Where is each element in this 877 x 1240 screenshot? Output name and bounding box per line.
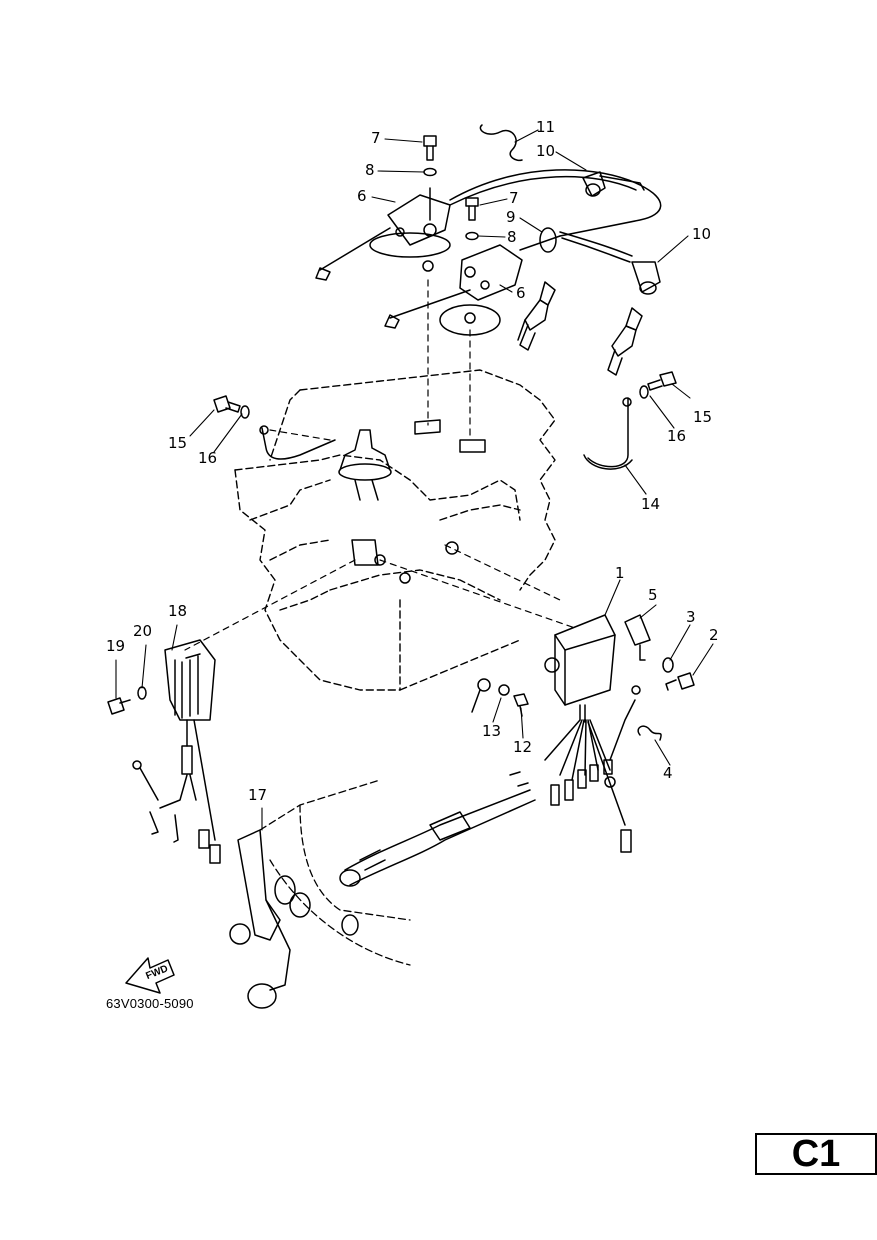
callout-14: 14	[641, 495, 660, 513]
callout-8-lower: 8	[507, 228, 517, 246]
callout-19: 19	[106, 637, 125, 655]
mounting-bosses	[351, 419, 486, 584]
callout-9: 9	[506, 208, 516, 226]
callout-12: 12	[513, 738, 532, 756]
washer-16-left	[240, 405, 250, 419]
bracket-5	[624, 614, 651, 661]
callout-10-upper: 10	[536, 142, 555, 160]
high-tension-cords	[449, 169, 662, 263]
washer-8-lower	[465, 231, 479, 241]
callout-16-left: 16	[198, 449, 217, 467]
bolt-15-left	[213, 395, 241, 413]
spark-plug-left	[517, 281, 556, 351]
callout-11: 11	[536, 118, 555, 136]
rectifier-regulator	[132, 639, 221, 864]
callout-7-upper: 7	[371, 129, 381, 147]
washer-13	[498, 684, 510, 696]
callout-4: 4	[663, 764, 673, 782]
wire-harness	[339, 771, 536, 887]
callout-7-lower: 7	[509, 189, 519, 207]
callout-labels: 1 2 3 4 5 6 6 7 7 8 8 9 10 10 11 12 13 1…	[106, 118, 719, 804]
ignition-coil-lower	[384, 244, 523, 336]
fwd-arrow-icon	[125, 957, 175, 994]
callout-10-lower: 10	[692, 225, 711, 243]
callout-8-upper: 8	[365, 161, 375, 179]
clamp-4	[637, 725, 662, 741]
bolt-7-lower	[465, 197, 479, 221]
callout-2: 2	[709, 626, 719, 644]
spark-plug-right	[607, 307, 643, 376]
callout-18: 18	[168, 602, 187, 620]
bolt-2	[665, 672, 695, 691]
mount-guide-lines	[184, 279, 576, 651]
callout-3: 3	[686, 608, 696, 626]
plug-cap-10-upper	[582, 171, 645, 197]
callout-17: 17	[248, 786, 267, 804]
callout-13: 13	[482, 722, 501, 740]
ignition-coil-upper	[315, 187, 451, 281]
bolt-7-upper	[423, 135, 437, 161]
washer-3	[662, 657, 674, 673]
section-label: C1	[755, 1133, 877, 1175]
washer-20	[137, 686, 147, 700]
diagram-part-code: 63V0300-5090	[106, 996, 194, 1011]
callout-20: 20	[133, 622, 152, 640]
bolt-19	[107, 697, 131, 715]
callout-6-upper: 6	[357, 187, 367, 205]
ground-lead-left	[259, 425, 336, 460]
flywheel-hub	[338, 429, 392, 501]
bolt-15-right	[647, 371, 677, 391]
callout-15-left: 15	[168, 434, 187, 452]
plug-cap-10-lower	[631, 261, 661, 295]
callout-6-lower: 6	[516, 284, 526, 302]
bracket-17-plate	[229, 829, 359, 1009]
washer-8-upper	[423, 167, 437, 177]
bracket-17	[259, 779, 411, 966]
cdi-unit	[544, 614, 641, 853]
callout-16-right: 16	[667, 427, 686, 445]
callout-15-right: 15	[693, 408, 712, 426]
engine-block-outline	[234, 369, 556, 691]
washer-16-right	[639, 385, 649, 399]
ground-lead-14	[583, 397, 633, 470]
callout-leaders	[115, 129, 714, 831]
clamp-11	[479, 124, 523, 162]
callout-5: 5	[648, 586, 658, 604]
terminal-ring	[471, 678, 491, 713]
callout-1: 1	[615, 564, 625, 582]
